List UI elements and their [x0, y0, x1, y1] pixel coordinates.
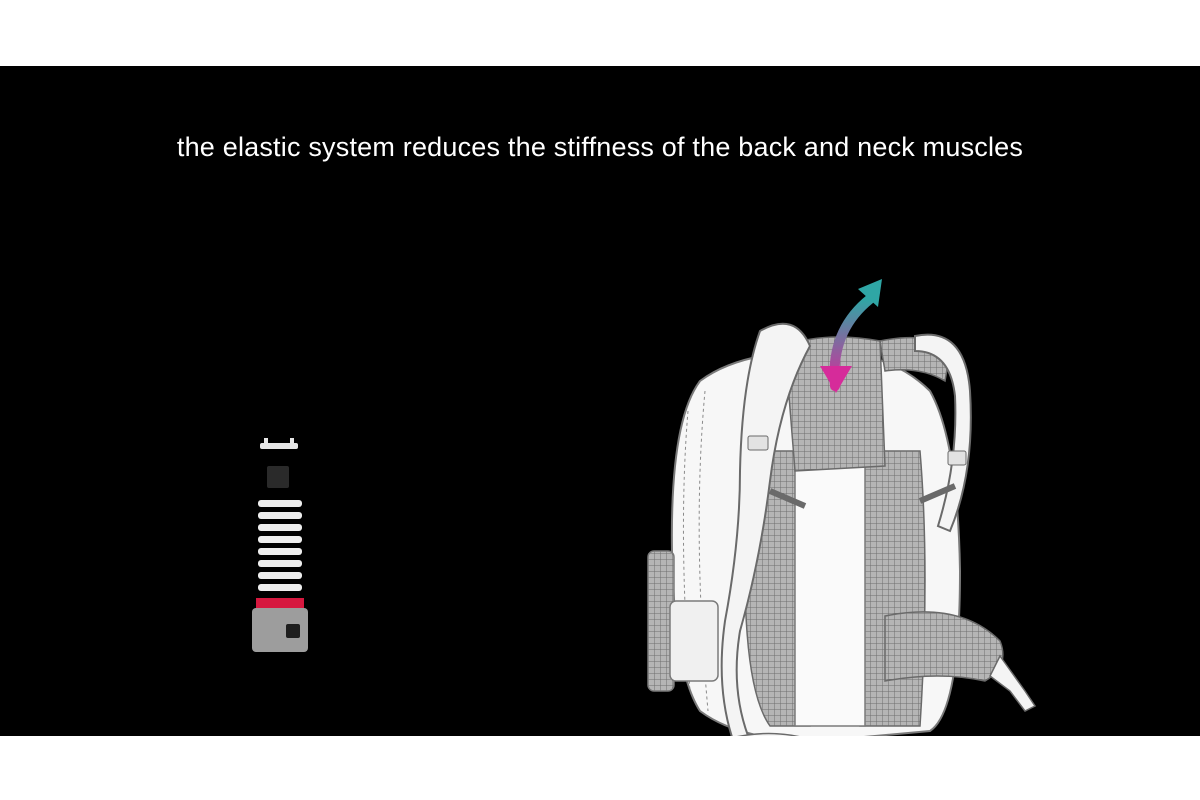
video-frame: the elastic system reduces the stiffness…: [0, 66, 1200, 736]
backpack-icon: [647, 279, 1037, 736]
caption-text: the elastic system reduces the stiffness…: [176, 132, 1024, 162]
spring-mechanism-icon: [252, 438, 308, 652]
up-down-arrow-icon: [820, 279, 882, 393]
